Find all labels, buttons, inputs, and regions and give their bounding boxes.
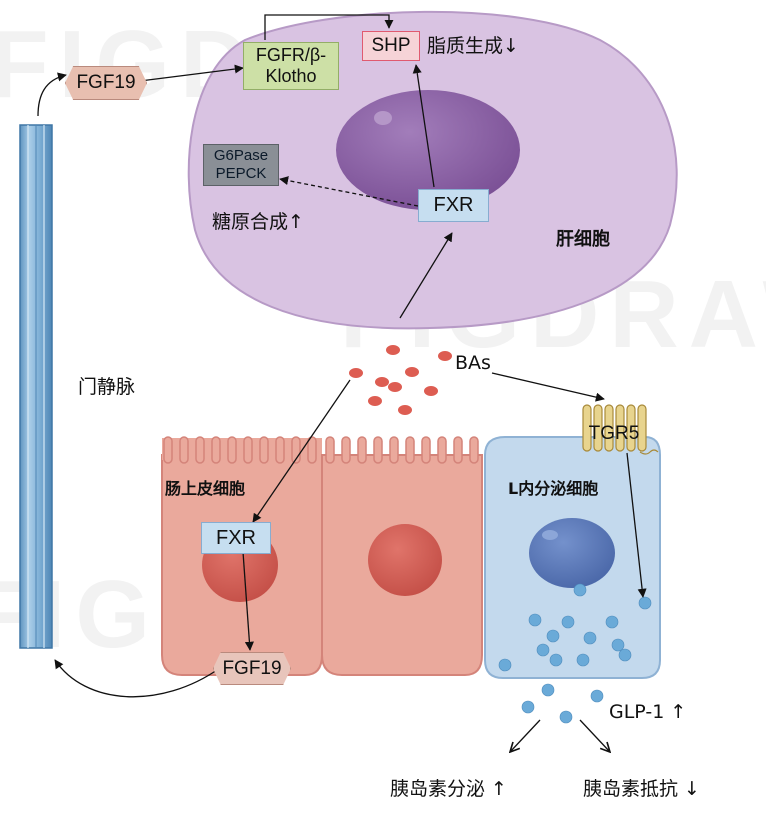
glycogen-synthesis-label: 糖原合成↑ (212, 211, 304, 233)
bile-acid-dot (424, 386, 438, 396)
fgf19-bottom-label: FGF19 (222, 657, 282, 679)
shp-box: SHP (362, 31, 420, 61)
fgfr-label-line1: FGFR/β- (255, 45, 327, 65)
enterocyte-label: 肠上皮细胞 (165, 479, 246, 498)
pepck-label: PEPCK (215, 165, 267, 182)
glp1-granules (498, 583, 652, 724)
bile-acids-label: BAs (455, 352, 491, 374)
hepatocyte-label: 肝细胞 (556, 229, 610, 250)
portal-vein (19, 124, 53, 649)
g6pase-pepck-box: G6Pase PEPCK (203, 144, 279, 186)
fxr-liver-label: FXR (433, 194, 474, 216)
fxr-liver-box: FXR (418, 189, 489, 222)
bile-acid-dot (398, 405, 412, 415)
bile-acid-dots (349, 345, 452, 415)
fxr-gut-label: FXR (216, 526, 256, 549)
fxr-gut-box: FXR (201, 522, 271, 554)
shp-label: SHP (371, 35, 411, 56)
enterocyte-1 (161, 436, 323, 676)
l-cell-nucleus (529, 518, 615, 588)
fgf19-bottom-hexagon: FGF19 (213, 652, 291, 685)
bile-acid-dot (368, 396, 382, 406)
insulin-secretion-label: 胰岛素分泌 ↑ (390, 778, 507, 800)
lipid-synthesis-label: 脂质生成↓ (427, 35, 519, 57)
insulin-resistance-label: 胰岛素抵抗 ↓ (583, 778, 700, 800)
bile-acid-dot (349, 368, 363, 378)
fgfr-klotho-receptor: FGFR/β- Klotho (243, 42, 339, 90)
bile-acid-dot (375, 377, 389, 387)
fgf19-top-label: FGF19 (76, 72, 136, 93)
fgfr-label-line2: Klotho (265, 66, 317, 86)
pathway-arrows (37, 14, 647, 752)
bile-acid-dot (405, 367, 419, 377)
fgf19-top-hexagon: FGF19 (65, 66, 147, 100)
l-cell (484, 436, 661, 679)
enterocyte-nucleus (368, 524, 442, 596)
tgr5-receptor (582, 404, 659, 455)
bile-acid-dot (386, 345, 400, 355)
tgr5-label-box: TGR5 (583, 423, 645, 445)
g6pase-label: G6Pase (213, 147, 269, 164)
l-cell-label: L内分泌细胞 (508, 479, 599, 498)
glp1-label: GLP-1 ↑ (609, 701, 687, 723)
bile-acid-dot (388, 382, 402, 392)
bile-acid-dot (438, 351, 452, 361)
portal-vein-label: 门静脉 (78, 376, 136, 398)
enterocyte-2 (321, 436, 483, 676)
hepatocyte-cell (187, 10, 678, 330)
tgr5-label: TGR5 (588, 423, 640, 444)
